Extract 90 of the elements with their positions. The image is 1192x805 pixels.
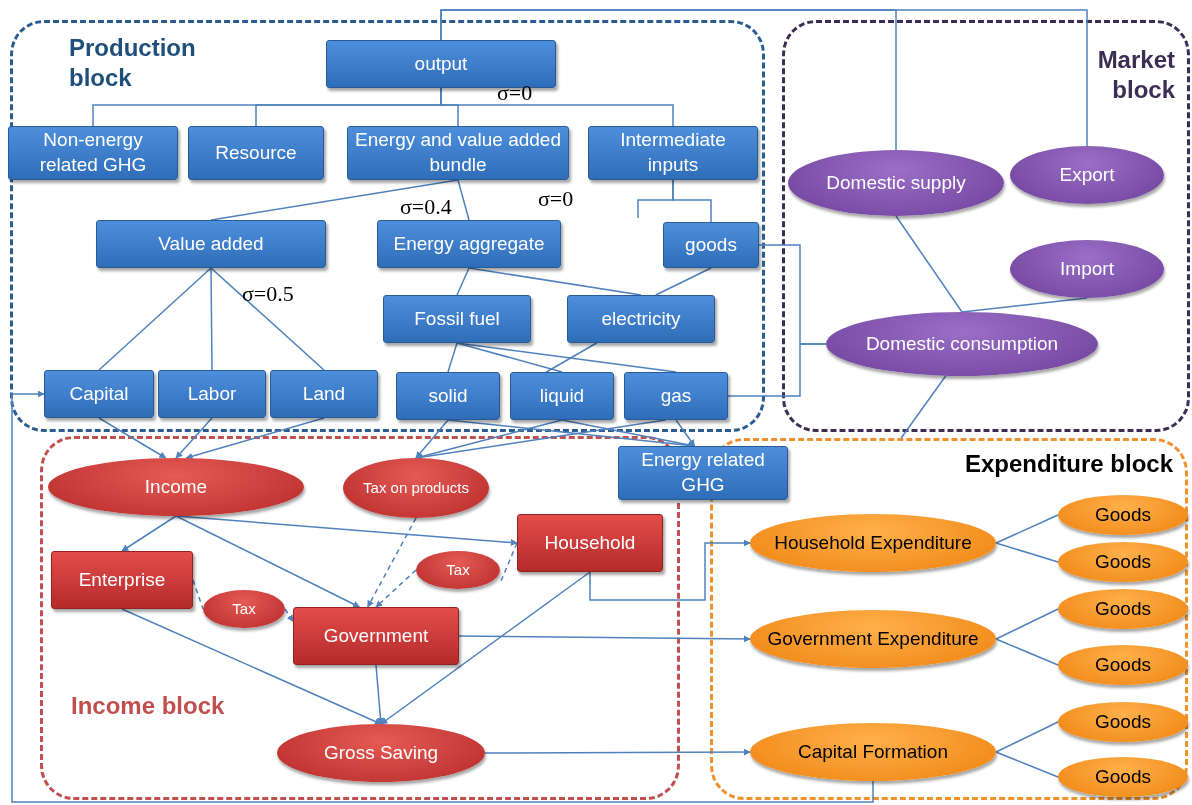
connector-line [210, 267, 213, 371]
connector-line [545, 342, 598, 373]
arrow [185, 417, 325, 460]
block-heading: Market block [1096, 45, 1175, 105]
arrow [415, 419, 667, 461]
ellipse-node: Goods [1058, 645, 1188, 685]
ellipse-node: Tax [203, 590, 285, 628]
arrow [175, 515, 518, 546]
elasticity-label: σ=0.5 [242, 281, 294, 307]
ellipse-node: Income [48, 458, 304, 516]
connector-line [995, 751, 1059, 778]
process-box: Land [270, 370, 378, 418]
block-heading: Expenditure block [963, 449, 1173, 479]
arrow [121, 515, 177, 552]
connector-line [895, 215, 963, 313]
ellipse-node: Goods [1058, 495, 1188, 535]
ellipse-node: Goods [1058, 757, 1188, 797]
process-box: liquid [510, 372, 614, 420]
connector-line [995, 721, 1059, 753]
process-box: Capital [44, 370, 154, 418]
ellipse-node: Domestic consumption [826, 312, 1098, 376]
process-box: Fossil fuel [383, 295, 531, 343]
arrow [458, 635, 751, 643]
ellipse-node: Capital Formation [750, 723, 996, 781]
dashed-block-frame [782, 20, 1190, 432]
arrow [415, 419, 563, 460]
connector-line [440, 87, 674, 127]
ellipse-node: Tax on products [343, 458, 489, 518]
ellipse-node: Tax [416, 551, 500, 589]
arrow [415, 419, 449, 459]
arrow [380, 571, 591, 725]
arrow [675, 419, 696, 447]
process-box: solid [396, 372, 500, 420]
process-box: Value added [96, 220, 326, 268]
connector-line [961, 297, 1088, 313]
connector-line [655, 267, 712, 296]
block-heading: Income block [71, 691, 226, 721]
process-box: Intermediate inputs [588, 126, 758, 180]
process-box: Resource [188, 126, 324, 180]
connector-line [456, 342, 677, 373]
process-box: goods [663, 222, 759, 268]
ellipse-node: Import [1010, 240, 1164, 298]
ellipse-node: Goods [1058, 589, 1188, 629]
process-box: Household [517, 514, 663, 572]
ellipse-node: Export [1010, 146, 1164, 204]
dashed-block-frame [10, 20, 765, 432]
process-box: gas [624, 372, 728, 420]
ellipse-node: Household Expenditure [750, 514, 996, 572]
process-box: Energy related GHG [618, 446, 788, 500]
ellipse-node: Goods [1058, 542, 1188, 582]
ellipse-node: Domestic supply [788, 150, 1004, 216]
connector-line [98, 267, 212, 371]
process-box: Enterprise [51, 551, 193, 609]
arrow [284, 608, 294, 623]
elasticity-label: σ=0.4 [400, 194, 452, 220]
process-box: Government [293, 607, 459, 665]
connector-line [900, 375, 947, 439]
connector-line [727, 343, 827, 397]
ellipse-node: Goods [1058, 702, 1188, 742]
block-heading: Production block [69, 33, 197, 93]
arrow [484, 748, 751, 756]
process-box: Energy and value added bundle [347, 126, 569, 180]
ellipse-node: Government Expenditure [750, 610, 996, 668]
connector-line [456, 267, 470, 296]
connector-line [192, 579, 204, 610]
connector-line [995, 608, 1059, 640]
arrow [121, 608, 382, 725]
connector-line [995, 638, 1059, 666]
arrow [98, 417, 167, 459]
arrow [589, 539, 751, 601]
connector-line [447, 342, 458, 373]
process-box: electricity [567, 295, 715, 343]
process-box: Energy aggregate [377, 220, 561, 268]
connector-line [457, 179, 470, 221]
connector-line [995, 542, 1059, 563]
process-box: Labor [158, 370, 266, 418]
arrow [11, 390, 874, 803]
arrow [375, 569, 417, 608]
connector-line [210, 179, 459, 221]
connector-line [440, 9, 1088, 147]
arrow [175, 515, 361, 608]
connector-line [637, 179, 674, 219]
arrow [366, 517, 417, 608]
connector-line [468, 267, 642, 296]
connector-line [995, 514, 1059, 544]
elasticity-label: σ=0 [538, 186, 574, 212]
connector-line [210, 267, 325, 371]
ellipse-node: Gross Saving [277, 724, 485, 782]
process-box: Non-energy related GHG [8, 126, 178, 180]
arrow [375, 664, 384, 725]
